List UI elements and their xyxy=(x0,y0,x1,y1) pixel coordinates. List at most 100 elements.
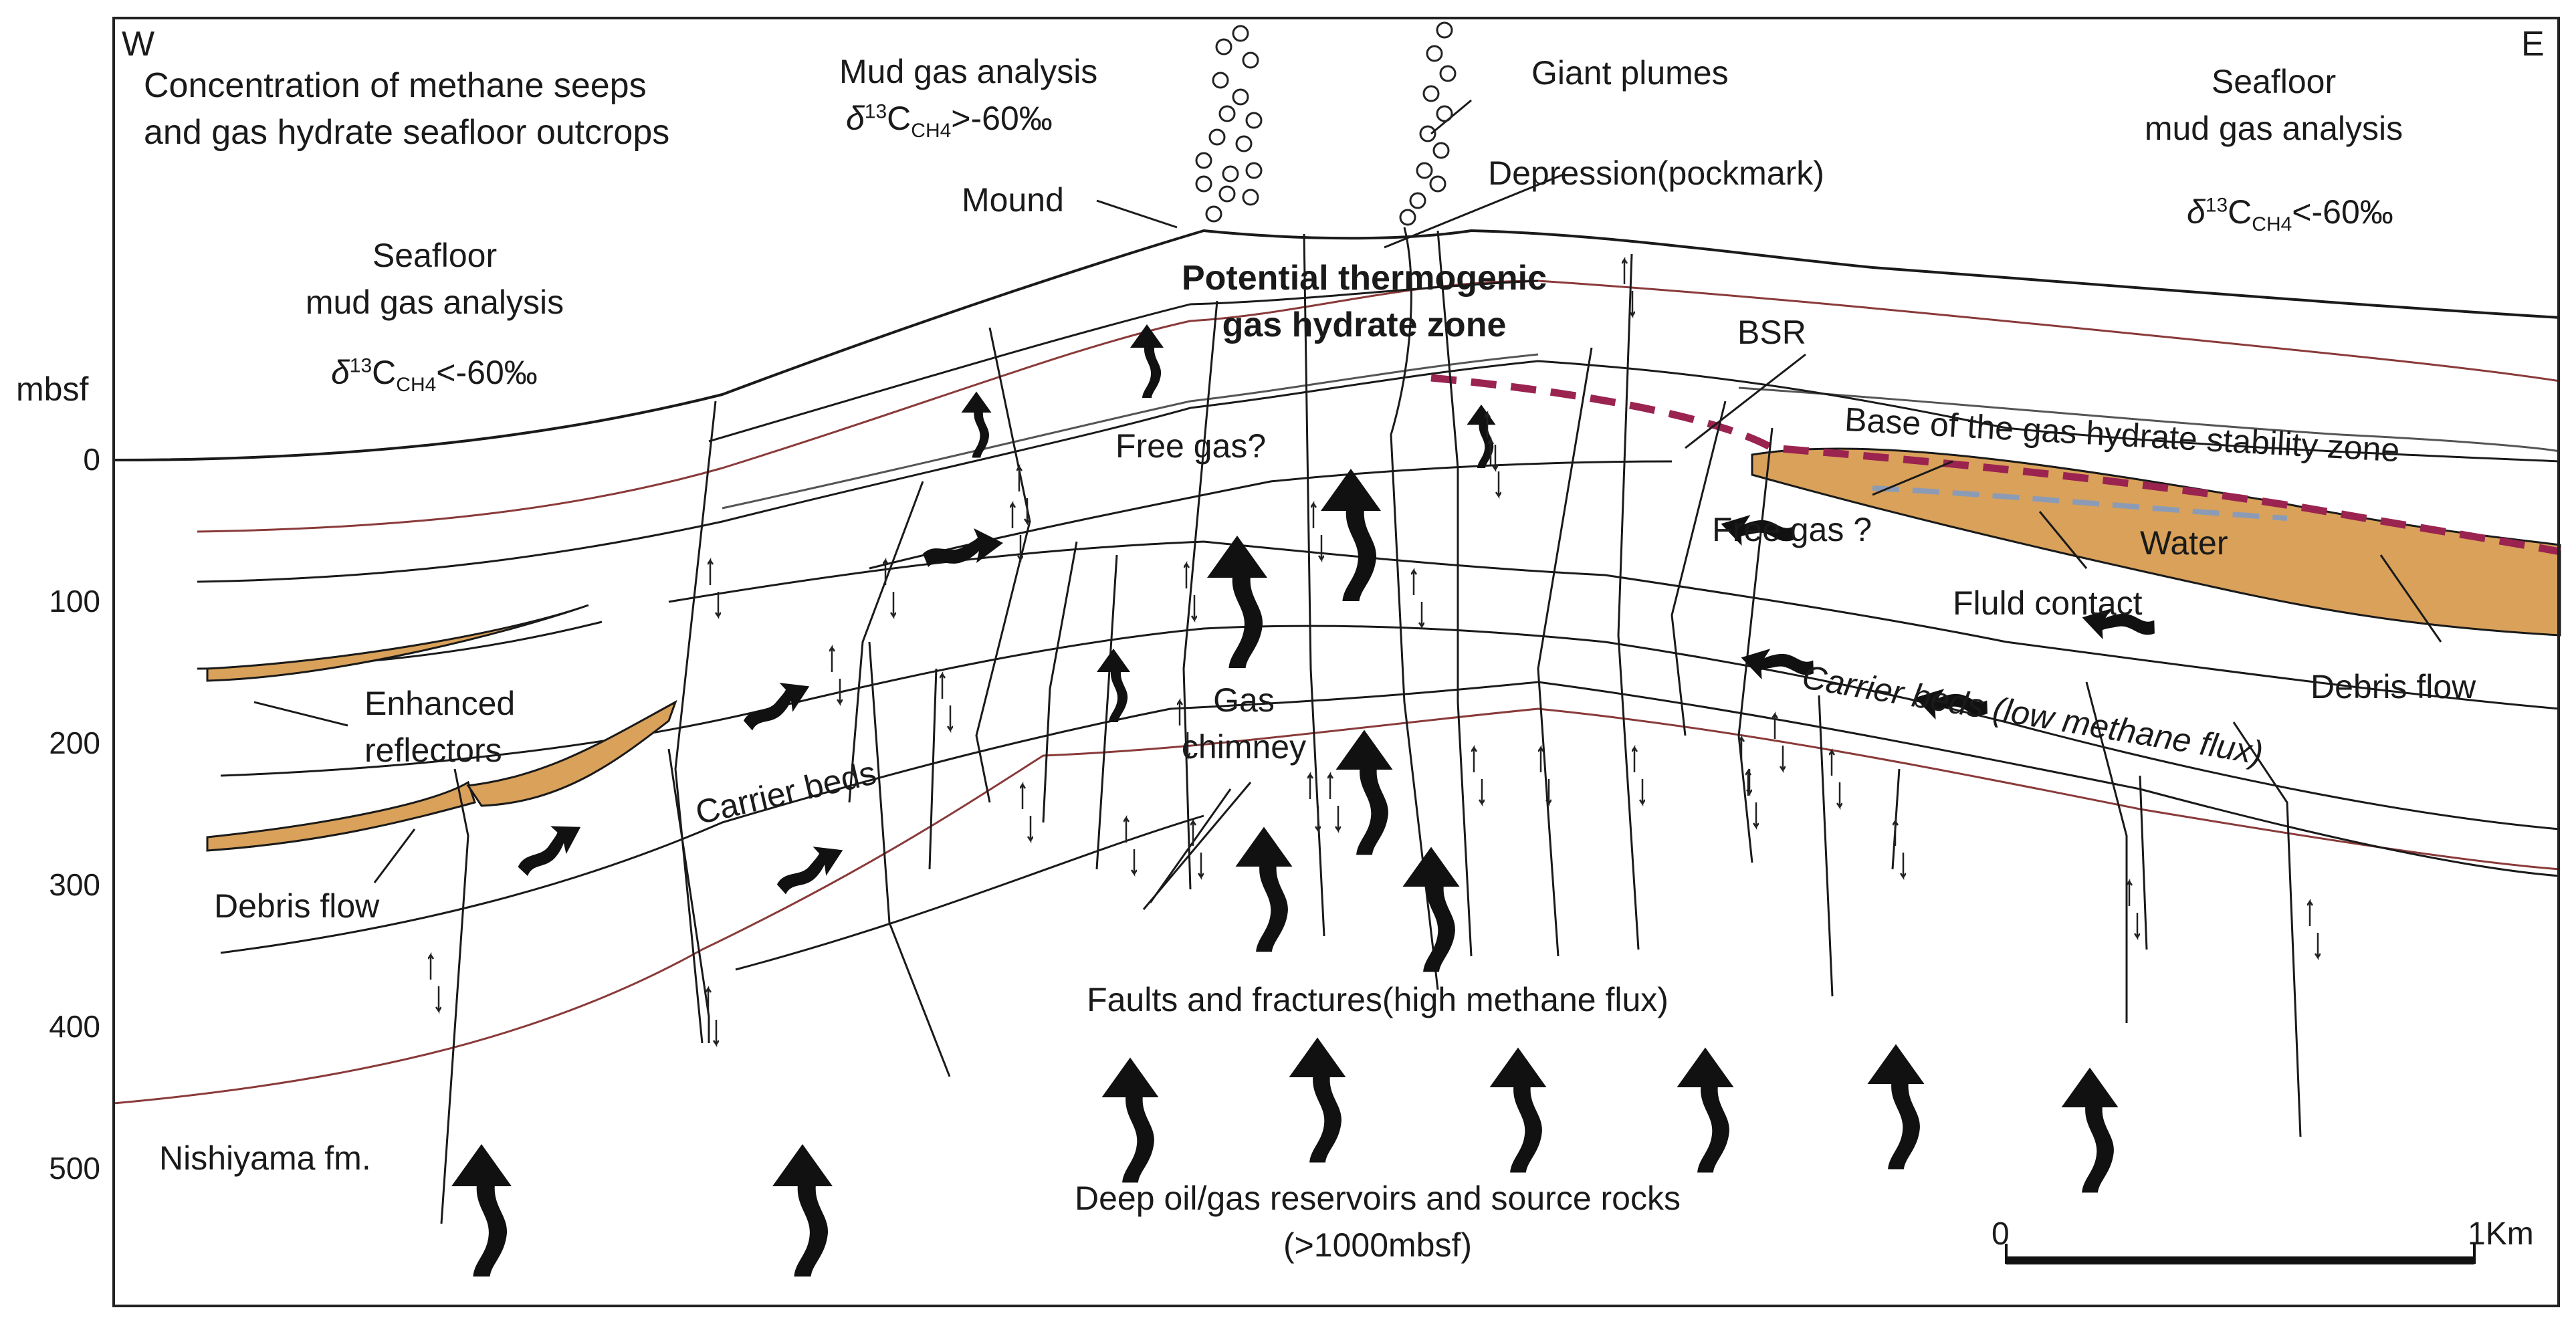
west-label: W xyxy=(122,25,155,64)
gas-bubble-icon xyxy=(1436,21,1453,39)
depth-tick-300: 300 xyxy=(49,867,100,902)
gas-bubble-icon xyxy=(1422,85,1440,102)
gas-migration-arrow-icon xyxy=(508,814,591,879)
gas-bubble-icon xyxy=(1218,105,1236,122)
concentration-label-line2: and gas hydrate seafloor outcrops xyxy=(144,113,670,152)
depression-label: Depression(pockmark) xyxy=(1488,154,1824,192)
fault-slip-arrow-icon xyxy=(708,559,721,618)
fault-slip-arrow-icon xyxy=(428,954,441,1012)
depth-tick-0: 0 xyxy=(83,442,100,477)
gas-bubble-icon xyxy=(1232,88,1249,106)
gas-bubble-icon xyxy=(1215,38,1232,56)
fault-slip-arrow-icon xyxy=(1311,502,1324,561)
mud-gas-top-label: Mud gas analysis xyxy=(839,53,1098,90)
depth-tick-500: 500 xyxy=(49,1151,100,1186)
potential-zone-line1: Potential thermogenic xyxy=(1181,259,1547,298)
depth-tick-100: 100 xyxy=(49,584,100,619)
gas-migration-arrow-icon xyxy=(1321,469,1381,601)
gas-bubble-icon xyxy=(1218,185,1236,203)
fault-slip-arrow-icon xyxy=(1016,465,1030,524)
fluid-contact-dashed-line xyxy=(1872,485,2288,521)
gas-migration-arrow-icon xyxy=(1489,1047,1547,1173)
seafloor-west-line1: Seafloor xyxy=(372,237,498,274)
gas-migration-arrow-icon xyxy=(451,1144,512,1277)
free-gas-center-label: Free gas? xyxy=(1115,427,1267,465)
gas-bubble-icon xyxy=(1232,25,1249,42)
bsr-dashed-line xyxy=(1430,374,2561,556)
enhanced-reflectors-line1: Enhanced xyxy=(364,685,516,722)
gas-migration-arrow-icon xyxy=(2061,1067,2119,1193)
gas-bubble-icon xyxy=(1409,192,1426,209)
concentration-label-line1: Concentration of methane seeps xyxy=(144,66,647,105)
gas-bubble-icon xyxy=(1432,142,1450,159)
fault-lines xyxy=(440,227,2302,1224)
black-horizons xyxy=(197,280,2561,971)
gas-bubble-icon xyxy=(1242,51,1259,69)
depth-tick-400: 400 xyxy=(49,1009,100,1044)
fault-slip-arrow-icon xyxy=(1471,746,1485,805)
fault-slip-indicators xyxy=(428,258,2321,1046)
scale-bar xyxy=(2005,1244,2476,1264)
gas-bubble-icon xyxy=(1245,112,1263,129)
gas-bubble-icon xyxy=(1222,165,1239,183)
fault-slip-arrow-icon xyxy=(1123,816,1137,875)
gas-migration-arrow-icon xyxy=(736,673,817,732)
mound-label: Mound xyxy=(962,181,1064,219)
water-label: Water xyxy=(2140,524,2228,562)
fault-slip-arrow-icon xyxy=(2307,900,2321,959)
gas-bubble-icon xyxy=(1205,205,1222,223)
debris-flow-deposits xyxy=(206,447,2561,852)
gas-chimney-line1: Gas xyxy=(1213,681,1275,719)
enhanced-reflectors-line2: reflectors xyxy=(364,732,502,769)
scale-bar-end-label: 1Km xyxy=(2468,1216,2534,1252)
gas-bubble-icon xyxy=(1436,105,1453,122)
gas-migration-arrow-icon xyxy=(1677,1047,1734,1173)
free-gas-east-label: Free gas ? xyxy=(1712,511,1872,548)
deep-reservoirs-line2: (>1000mbsf) xyxy=(1283,1226,1473,1264)
gas-migration-arrow-icon xyxy=(1235,826,1293,952)
bsr-label: BSR xyxy=(1737,314,1806,351)
gas-migration-arrow-icon xyxy=(1289,1037,1346,1163)
fault-slip-arrow-icon xyxy=(1739,736,1752,795)
seafloor-east-line2: mud gas analysis xyxy=(2144,110,2403,147)
fault-slip-arrow-icon xyxy=(1411,569,1424,628)
debris-flow-west-label: Debris flow xyxy=(214,887,380,925)
gas-bubble-icon xyxy=(1426,45,1443,62)
gas-bubble-icon xyxy=(1195,175,1212,193)
gas-migration-arrow-icon xyxy=(923,528,1003,567)
seafloor-line xyxy=(113,229,2561,461)
debris-flow-east-label: Debris flow xyxy=(2311,668,2476,705)
gas-chimney-line2: chimney xyxy=(1181,728,1307,766)
fault-slip-arrow-icon xyxy=(940,673,953,732)
leader-lines xyxy=(253,99,2442,883)
gas-bubble-icon xyxy=(1212,72,1229,89)
seafloor-west-isotope: δ13CCH4<-60‰ xyxy=(331,354,538,397)
reddish-horizons xyxy=(113,280,2561,1105)
deep-reservoirs-line1: Deep oil/gas reservoirs and source rocks xyxy=(1075,1180,1681,1217)
fault-slip-arrow-icon xyxy=(706,987,719,1046)
gray-horizons xyxy=(722,353,2561,510)
gas-migration-arrow-icon xyxy=(769,837,851,896)
gas-bubble-icon xyxy=(1195,152,1212,169)
faults-label: Faults and fractures(high methane flux) xyxy=(1087,981,1669,1018)
fault-slip-arrow-icon xyxy=(1010,502,1023,561)
gas-bubble-icon xyxy=(1416,162,1433,179)
gas-migration-arrow-icon xyxy=(1097,649,1130,722)
gas-migration-arrow-icon xyxy=(1402,847,1460,972)
seafloor-east-line1: Seafloor xyxy=(2211,63,2337,100)
gas-bubble-icon xyxy=(1429,175,1446,193)
depth-tick-200: 200 xyxy=(49,726,100,760)
gas-migration-arrow-icon xyxy=(1207,536,1267,668)
seafloor-east-isotope: δ13CCH4<-60‰ xyxy=(2187,193,2393,236)
gas-bubble-icon xyxy=(1399,209,1416,226)
gas-migration-arrow-icon xyxy=(1101,1057,1159,1183)
fault-slip-arrow-icon xyxy=(1632,746,1645,805)
fault-slip-arrow-icon xyxy=(1829,750,1842,808)
scale-bar-start-label: 0 xyxy=(1992,1216,2010,1252)
mud-gas-top-isotope: δ13CCH4>-60‰ xyxy=(846,100,1053,142)
fault-slip-arrow-icon xyxy=(1327,773,1341,832)
gas-bubble-icon xyxy=(1439,65,1457,82)
seafloor-west-line2: mud gas analysis xyxy=(305,284,564,321)
fault-slip-arrow-icon xyxy=(2127,880,2140,939)
